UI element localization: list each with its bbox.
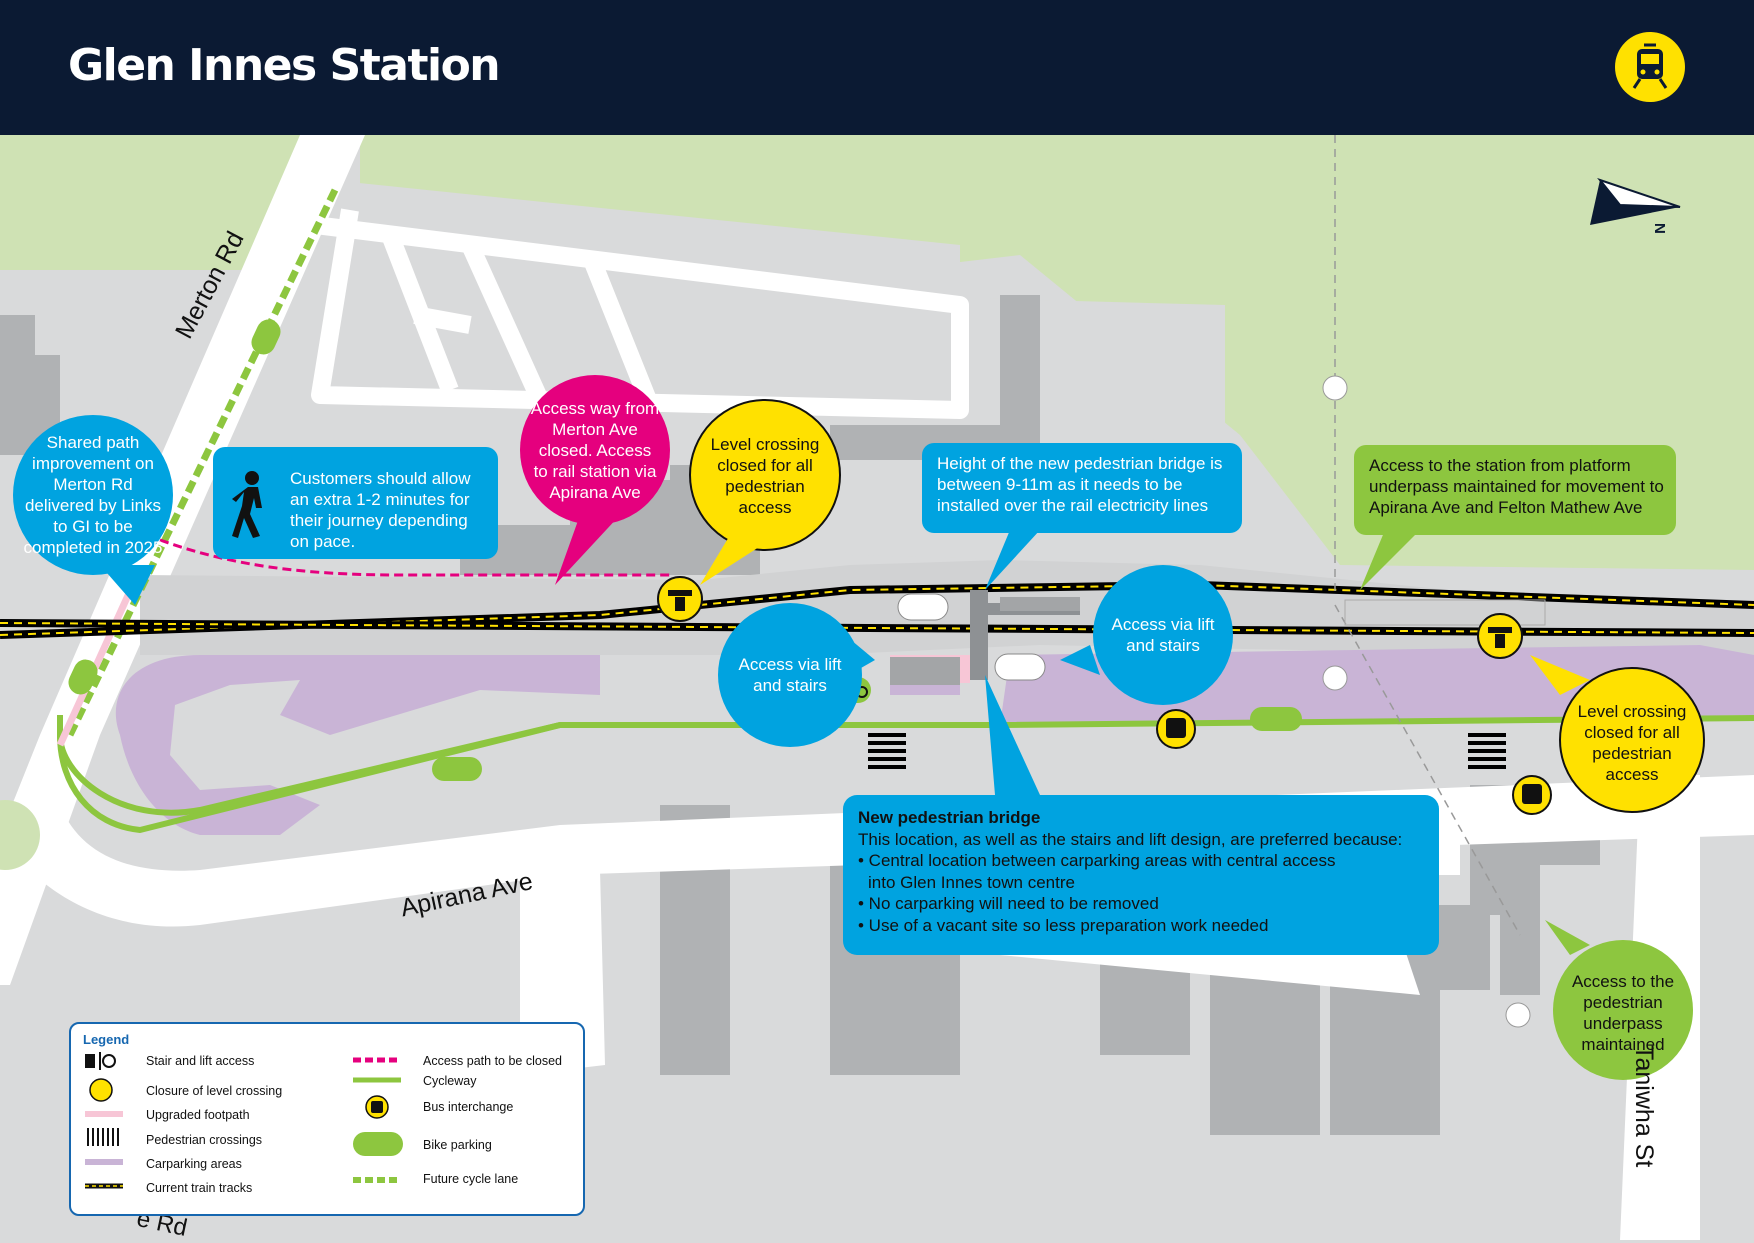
legend-item: Bus interchange xyxy=(423,1100,514,1114)
walk-icon xyxy=(1322,375,1531,1028)
legend-item: Carparking areas xyxy=(146,1157,242,1171)
callout-bridge-height: Height of the new pedestrian bridge is b… xyxy=(937,454,1223,515)
callout-access-way: Access way from Merton Ave closed. Acces… xyxy=(530,398,660,502)
legend-item: Pedestrian crossings xyxy=(146,1133,263,1147)
legend-item: Future cycle lane xyxy=(423,1172,519,1186)
road-label-taniwha: Taniwha St xyxy=(1630,1045,1658,1168)
callout-underpass: Access to the pedestrian underpass maint… xyxy=(1571,971,1675,1054)
new-bridge-bullet: • No carparking will need to be removed xyxy=(858,894,1159,913)
compass-icon xyxy=(1590,177,1681,225)
road-merton xyxy=(0,135,365,985)
legend-item: Access path to be closed xyxy=(423,1054,562,1068)
pedestrian-bridge xyxy=(890,590,1080,685)
legend-item: Upgraded footpath xyxy=(146,1108,250,1122)
legend-symbols-left xyxy=(85,1052,123,1189)
map-legend: Legend Stair and lift access Closure of … xyxy=(69,1022,585,1216)
carpark-roads xyxy=(311,208,969,419)
upgraded-footpath xyxy=(56,578,139,747)
callout-lift-west: Access via lift and stairs xyxy=(738,655,842,695)
new-bridge-bullet: into Glen Innes town centre xyxy=(868,872,1075,892)
station-map[interactable]: P xyxy=(0,135,1754,1242)
legend-item: Bike parking xyxy=(423,1138,492,1152)
walk-person-icon xyxy=(230,470,270,540)
header-bar: Glen Innes Station xyxy=(0,0,1754,135)
callout-lift-east: Access via lift and stairs xyxy=(1111,615,1215,655)
map-canvas: P xyxy=(0,135,1754,1240)
legend-item: Current train tracks xyxy=(146,1181,253,1195)
level-crossing-closed-icon xyxy=(657,576,1523,659)
pedestrian-crossing xyxy=(868,733,1506,769)
new-bridge-intro: This location, as well as the stairs and… xyxy=(858,829,1403,849)
legend-symbols-right xyxy=(353,1057,403,1183)
future-cycle-lane xyxy=(66,188,339,737)
legend-title: Legend xyxy=(83,1032,130,1047)
callout-new-bridge: New pedestrian bridge This location, as … xyxy=(858,807,1428,936)
access-path-closed xyxy=(159,538,670,577)
legend-item: Cycleway xyxy=(423,1074,477,1088)
train-tracks xyxy=(0,580,1754,639)
callout-shared-path: Shared path improvement on Merton Rd del… xyxy=(23,433,163,557)
legend-item: Closure of level crossing xyxy=(146,1084,283,1098)
callout-platform-access: Access to the station from platform unde… xyxy=(1369,456,1664,517)
stair-lift-icon xyxy=(897,593,1046,681)
carpark-area xyxy=(115,655,600,835)
new-bridge-title: New pedestrian bridge xyxy=(858,808,1041,827)
callout-level-crossing-east: Level crossing closed for all pedestrian… xyxy=(1577,701,1687,784)
callout-customers: Customers should allow an extra 1-2 minu… xyxy=(290,469,471,551)
callout-shapes xyxy=(13,375,1705,1080)
cycleway-icon xyxy=(68,319,1302,781)
page-title: Glen Innes Station xyxy=(68,40,501,91)
train-icon xyxy=(1615,32,1685,102)
bus-stop-icon xyxy=(1156,709,1552,815)
legend-item: Stair and lift access xyxy=(146,1054,255,1068)
callout-level-crossing-west: Level crossing closed for all pedestrian… xyxy=(710,434,820,517)
new-bridge-bullet: • Use of a vacant site so less preparati… xyxy=(858,915,1269,935)
compass-north-label: N xyxy=(1651,223,1668,234)
new-bridge-bullet: • Central location between carparking ar… xyxy=(858,851,1336,870)
